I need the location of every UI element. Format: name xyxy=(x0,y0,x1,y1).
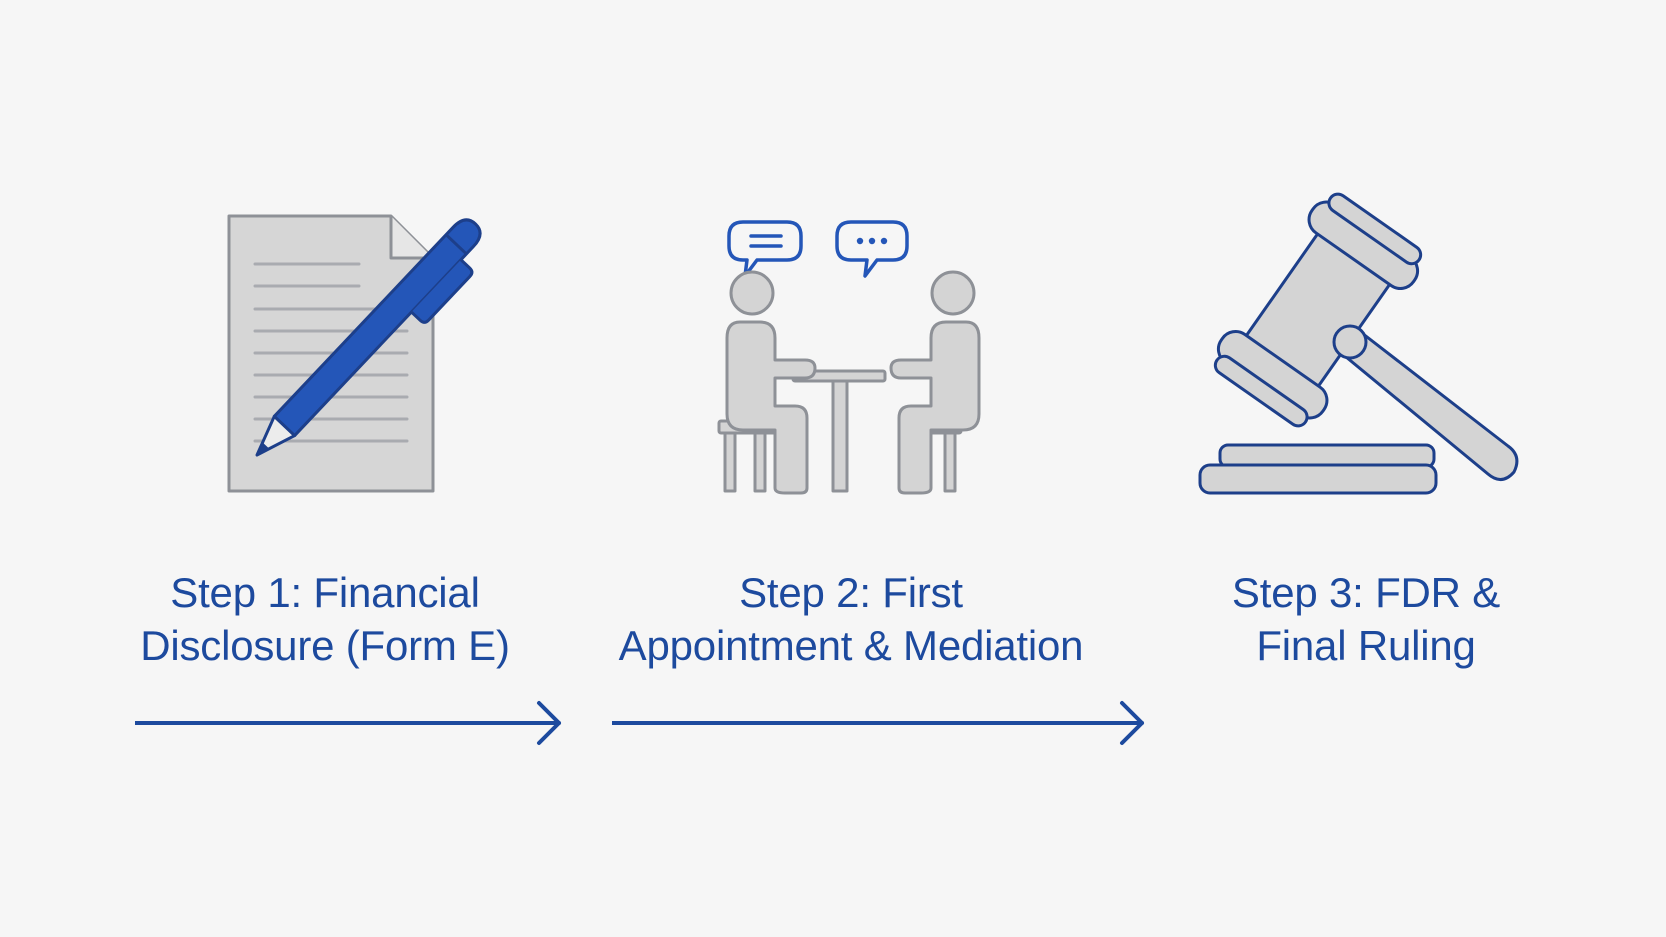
step-1-label: Step 1: Financial Disclosure (Form E) xyxy=(45,566,605,672)
step-3-subtitle: Final Ruling xyxy=(1256,622,1476,669)
flow-arrow-1 xyxy=(135,700,565,746)
step-2-subtitle: Appointment & Mediation xyxy=(618,622,1084,669)
step-1-title: Step 1: Financial xyxy=(170,569,480,616)
step-3-label: Step 3: FDR & Final Ruling xyxy=(1086,566,1646,672)
step-1-subtitle: Disclosure (Form E) xyxy=(140,622,510,669)
step-2-title: Step 2: First xyxy=(739,569,963,616)
gavel-icon xyxy=(1198,192,1538,500)
flow-arrow-2 xyxy=(612,700,1148,746)
step-2-label: Step 2: First Appointment & Mediation xyxy=(571,566,1131,672)
step-3-title: Step 3: FDR & xyxy=(1231,569,1501,616)
mediation-meeting-icon xyxy=(715,218,995,495)
document-pen-icon xyxy=(225,212,505,502)
